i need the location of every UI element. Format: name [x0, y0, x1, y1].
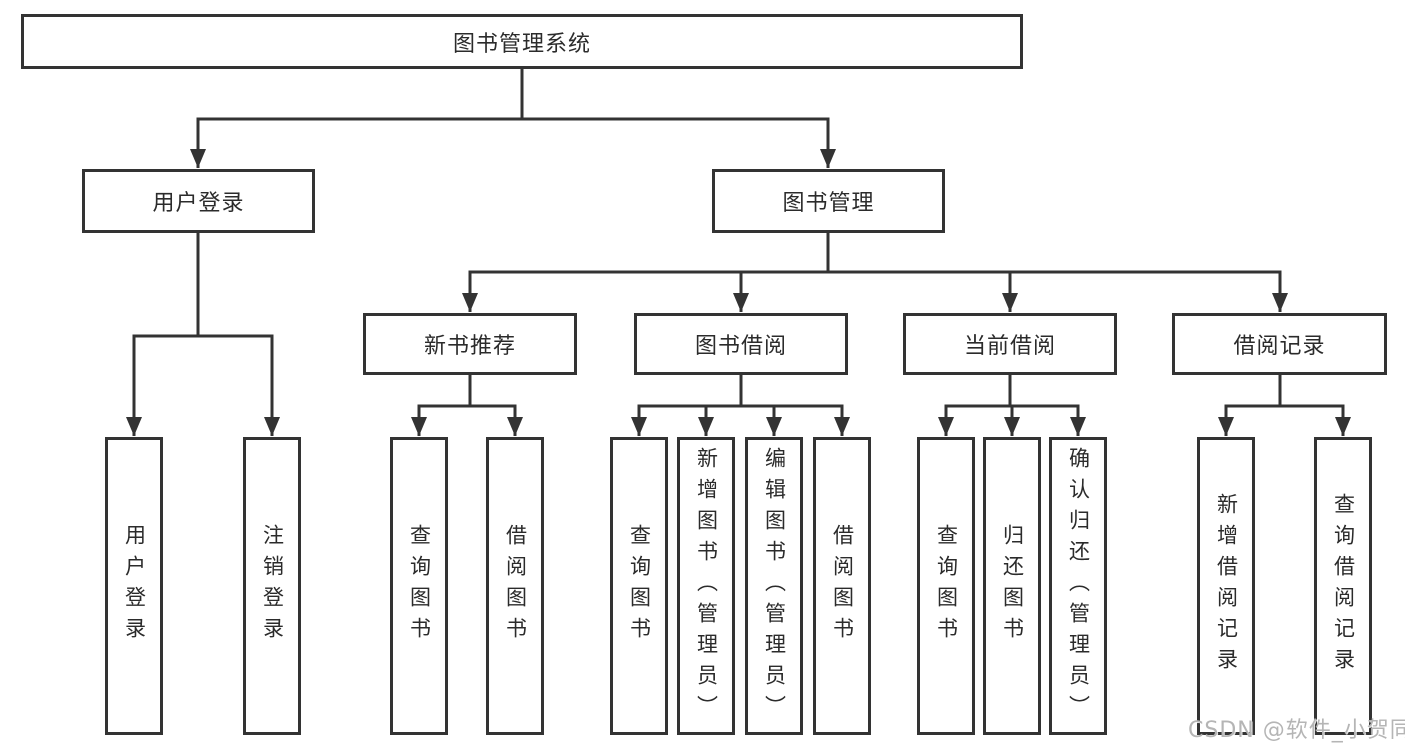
leaf-return-book: 归还图书 — [983, 437, 1041, 735]
node-label: 归还图书 — [1000, 524, 1025, 648]
node-label: 借阅图书 — [830, 524, 855, 648]
leaf-add-borrow-record: 新增借阅记录 — [1197, 437, 1255, 735]
leaf-user-login: 用户登录 — [105, 437, 163, 735]
leaf-borrow-books: 借阅图书 — [813, 437, 871, 735]
node-label: 查询图书 — [407, 524, 432, 648]
node-label: 确认归还（管理员） — [1066, 446, 1091, 726]
node-label: 图书管理系统 — [452, 31, 591, 57]
node-borrow-records: 借阅记录 — [1172, 313, 1387, 375]
node-label: 注销登录 — [260, 524, 285, 648]
node-new-book-recommend: 新书推荐 — [363, 313, 577, 375]
node-label: 查询借阅记录 — [1331, 493, 1356, 679]
node-root-book-management-system: 图书管理系统 — [21, 14, 1023, 69]
node-book-management: 图书管理 — [712, 169, 945, 233]
node-user-login: 用户登录 — [82, 169, 315, 233]
node-label: 查询图书 — [627, 524, 652, 648]
node-label: 图书借阅 — [694, 334, 787, 359]
node-label: 用户登录 — [122, 524, 147, 648]
node-label: 借阅记录 — [1233, 334, 1326, 359]
node-label: 新增借阅记录 — [1214, 493, 1239, 679]
leaf-query-borrow-record: 查询借阅记录 — [1314, 437, 1372, 735]
node-label: 当前借阅 — [963, 334, 1056, 359]
leaf-edit-book-admin: 编辑图书（管理员） — [745, 437, 803, 735]
node-label: 用户登录 — [152, 191, 245, 216]
watermark: CSDN @软件_小贺同学 — [1188, 718, 1405, 743]
leaf-query-books-recommend: 查询图书 — [390, 437, 448, 735]
node-label: 编辑图书（管理员） — [762, 446, 787, 726]
leaf-confirm-return-admin: 确认归还（管理员） — [1049, 437, 1107, 735]
leaf-query-books-current: 查询图书 — [917, 437, 975, 735]
node-label: 图书管理 — [782, 191, 875, 216]
leaf-borrow-books-recommend: 借阅图书 — [486, 437, 544, 735]
node-label: 借阅图书 — [503, 524, 528, 648]
node-book-borrow: 图书借阅 — [634, 313, 848, 375]
leaf-query-books-borrow: 查询图书 — [610, 437, 668, 735]
leaf-add-book-admin: 新增图书（管理员） — [677, 437, 735, 735]
node-current-borrow: 当前借阅 — [903, 313, 1117, 375]
node-label: 查询图书 — [934, 524, 959, 648]
leaf-logout: 注销登录 — [243, 437, 301, 735]
node-label: 新书推荐 — [423, 334, 516, 359]
node-label: 新增图书（管理员） — [694, 446, 719, 726]
